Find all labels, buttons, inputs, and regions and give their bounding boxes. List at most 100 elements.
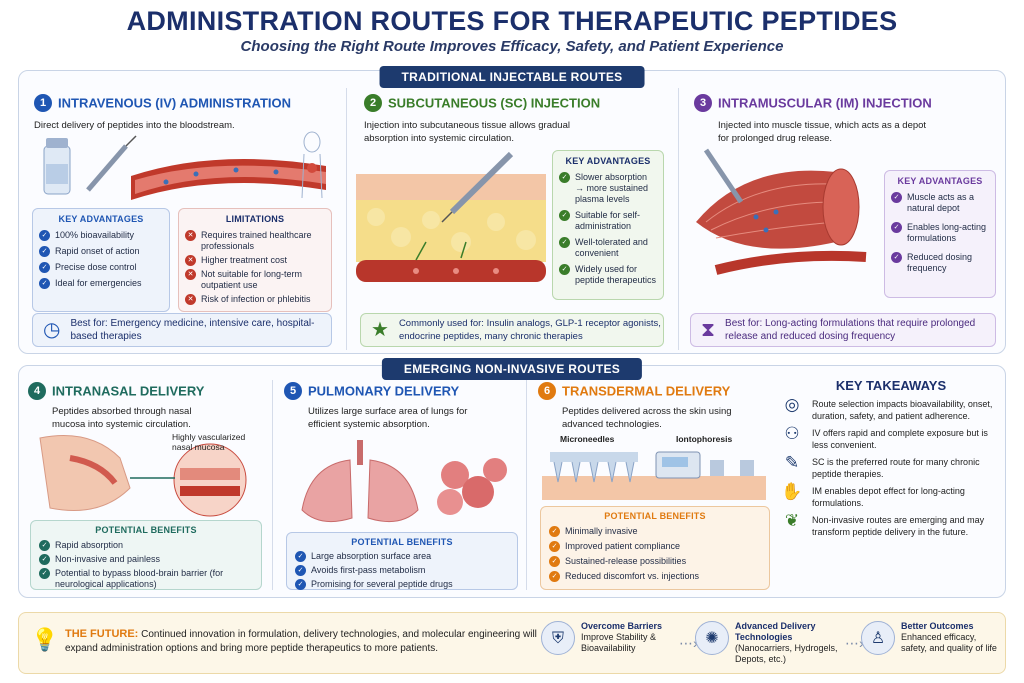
nanoparticle-icon: ✺ (695, 621, 729, 655)
shield-icon: ⛨ (541, 621, 575, 655)
check-icon: ✓ (559, 264, 570, 275)
takeaway-item: ✎SC is the preferred route for many chro… (778, 453, 1004, 480)
list-item: ✓Improved patient compliance (549, 541, 761, 552)
lungs-illustration (301, 440, 507, 523)
key-takeaways-title: KEY TAKEAWAYS (835, 378, 947, 393)
check-icon: ✓ (39, 230, 50, 241)
future-banner: 💡 THE FUTURE: Continued innovation in fo… (18, 612, 1006, 674)
check-icon: ✓ (295, 551, 306, 562)
step-number-1: 1 (34, 94, 52, 112)
list-item: ✓Large absorption surface area (295, 551, 509, 562)
microneedles-label: Microneedles (560, 434, 615, 444)
person-icon: ♙ (861, 621, 895, 655)
takeaway-item: ✋IM enables depot effect for long-acting… (778, 482, 1004, 509)
list-item: ✓Rapid absorption (39, 540, 253, 551)
list-item: ✕Risk of infection or phlebitis (185, 294, 325, 305)
nasal-callout: Highly vascularized nasal mucosa (172, 432, 246, 452)
im-advantages-title: KEY ADVANTAGES (897, 176, 983, 186)
list-item: ✓Enables long-acting formulations (891, 222, 989, 244)
clock-icon: ◷ (43, 318, 61, 341)
section-header-traditional: TRADITIONAL INJECTABLE ROUTES (379, 66, 645, 88)
syringe-icon: ✎ (784, 453, 800, 472)
step-number-6: 6 (538, 382, 556, 400)
x-icon: ✕ (185, 230, 196, 241)
sc-advantages-title: KEY ADVANTAGES (565, 156, 651, 166)
x-icon: ✕ (185, 269, 196, 280)
iv-description: Direct delivery of peptides into the blo… (34, 120, 235, 131)
check-icon: ✓ (295, 565, 306, 576)
check-icon: ✓ (891, 192, 902, 203)
takeaway-item: ◎Route selection impacts bioavailability… (778, 395, 1004, 422)
check-icon: ✓ (39, 278, 50, 289)
iontophoresis-label: Iontophoresis (676, 434, 733, 444)
iv-illustration (43, 131, 326, 200)
list-item: ✓Non-invasive and painless (39, 554, 253, 565)
arm-icon: ✋ (781, 482, 803, 501)
check-icon: ✓ (559, 172, 570, 183)
list-item: ✕Requires trained healthcare professiona… (185, 230, 325, 252)
list-item: ✓Reduced discomfort vs. injections (549, 571, 761, 582)
pulmonary-benefits-title: POTENTIAL BENEFITS (351, 537, 453, 547)
check-icon: ✓ (295, 579, 306, 590)
list-item: ✓Rapid onset of action (39, 246, 163, 257)
check-icon: ✓ (549, 526, 560, 537)
transdermal-description: Peptides delivered across the skin using… (562, 406, 732, 430)
future-text: THE FUTURE: Continued innovation in form… (65, 628, 537, 654)
sc-common-use: ★ Commonly used for: Insulin analogs, GL… (360, 313, 664, 347)
iv-advantages-title: KEY ADVANTAGES (58, 214, 144, 224)
check-icon: ✓ (39, 262, 50, 273)
check-icon: ✓ (39, 554, 50, 565)
divider (526, 380, 527, 590)
step-number-4: 4 (28, 382, 46, 400)
list-item: ✓Minimally invasive (549, 526, 761, 537)
page-subtitle: Choosing the Right Route Improves Effica… (240, 38, 784, 55)
check-icon: ✓ (891, 252, 902, 263)
sc-illustration (356, 151, 546, 282)
iv-limitations-title: LIMITATIONS (225, 214, 285, 224)
arrow-icon: ⋯› (845, 635, 864, 651)
pulmonary-description: Utilizes large surface area of lungs for… (308, 406, 468, 430)
nasal-benefits-box: POTENTIAL BENEFITS ✓Rapid absorption ✓No… (30, 520, 262, 590)
key-takeaways: KEY TAKEAWAYS ◎Route selection impacts b… (778, 372, 1004, 594)
step-number-3: 3 (694, 94, 712, 112)
page-title: ADMINISTRATION ROUTES FOR THERAPEUTIC PE… (126, 6, 898, 36)
star-icon: ★ (371, 318, 389, 341)
im-illustration (696, 148, 867, 275)
nasal-description: Peptides absorbed through nasal mucosa i… (52, 406, 192, 430)
list-item: ✕Not suitable for long-term outpatient u… (185, 269, 325, 291)
divider (272, 380, 273, 590)
target-icon: ◎ (784, 395, 800, 414)
divider (346, 88, 347, 350)
lightbulb-icon: 💡 (31, 627, 59, 652)
sc-advantages-box: KEY ADVANTAGES ✓Slower absorption → more… (552, 150, 664, 300)
list-item: ✕Higher treatment cost (185, 255, 325, 266)
check-icon: ✓ (549, 541, 560, 552)
section-header-emerging: EMERGING NON-INVASIVE ROUTES (381, 358, 643, 380)
list-item: ✓100% bioavailability (39, 230, 163, 241)
list-item: ✓Well-tolerated and convenient (559, 237, 657, 259)
list-item: ✓Promising for several peptide drugs (295, 579, 509, 590)
iv-best-for: ◷ Best for: Emergency medicine, intensiv… (32, 313, 332, 347)
step-number-5: 5 (284, 382, 302, 400)
list-item: ✓Muscle acts as a natural depot (891, 192, 989, 214)
nasal-benefits-title: POTENTIAL BENEFITS (95, 525, 197, 535)
check-icon: ✓ (549, 571, 560, 582)
im-best-for: ⧗ Best for: Long-acting formulations tha… (690, 313, 996, 347)
list-item: ✓Avoids first-pass metabolism (295, 565, 509, 576)
list-item: ✓Suitable for self-administration (559, 210, 657, 232)
nasal-illustration (39, 435, 247, 517)
list-item: ✓Potential to bypass blood-brain barrier… (39, 568, 253, 590)
arrow-icon: ⋯› (679, 635, 698, 651)
